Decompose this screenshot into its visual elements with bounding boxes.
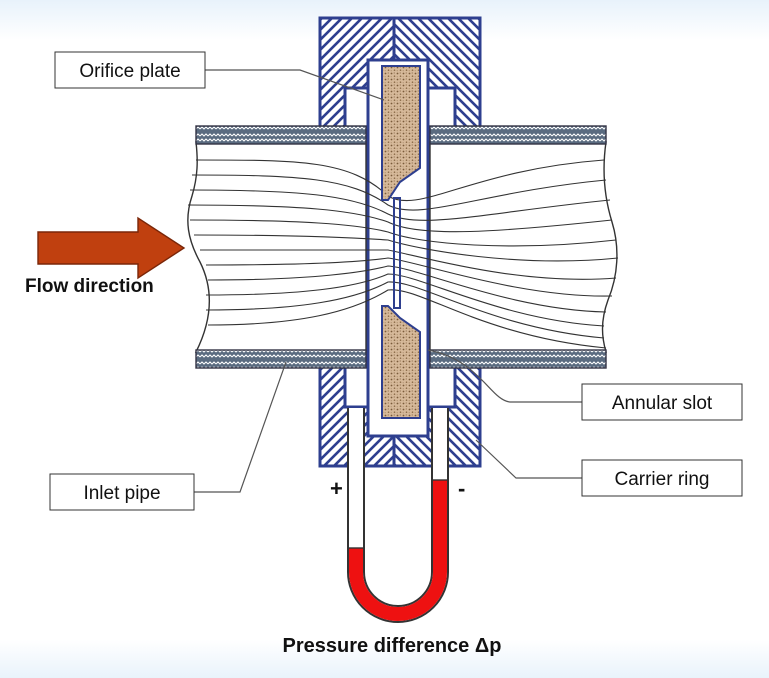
- orifice-plate: [381, 65, 421, 419]
- label-annular-slot: Annular slot: [581, 383, 743, 421]
- pipe-bore: [187, 141, 618, 353]
- svg-text:Orifice plate: Orifice plate: [79, 61, 180, 82]
- label-inlet-pipe: Inlet pipe: [49, 473, 195, 511]
- outlet-pipe-wall: [429, 125, 607, 369]
- svg-text:Carrier ring: Carrier ring: [614, 469, 709, 490]
- manometer-u-tube: [347, 408, 449, 623]
- leader-inlet-pipe: [194, 361, 287, 493]
- svg-text:Annular slot: Annular slot: [612, 393, 713, 414]
- flow-direction-label: Flow direction: [25, 276, 154, 297]
- minus-sign: -: [458, 476, 465, 501]
- leader-carrier-ring: [475, 439, 582, 479]
- leader-orifice-plate: [205, 69, 385, 101]
- flow-direction-arrow: [37, 216, 186, 280]
- plus-sign: +: [330, 476, 343, 501]
- manometer-fluid: [349, 480, 447, 621]
- leader-annular-slot: [427, 349, 582, 403]
- svg-text:Inlet pipe: Inlet pipe: [83, 483, 160, 504]
- label-orifice-plate: Orifice plate: [54, 51, 206, 89]
- flow-streamlines: [187, 159, 619, 349]
- leader-lines: [194, 69, 582, 493]
- inlet-pipe-wall: [195, 125, 367, 369]
- pressure-difference-label: Pressure difference Δp: [283, 635, 502, 657]
- label-carrier-ring: Carrier ring: [581, 459, 743, 497]
